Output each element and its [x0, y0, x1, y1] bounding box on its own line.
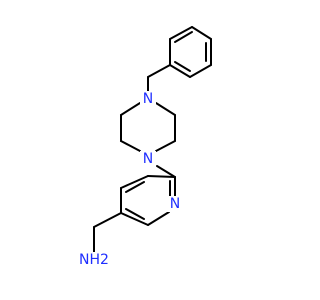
bond [169, 26, 193, 40]
atom-n-bottom: N [143, 151, 153, 167]
bond [191, 26, 212, 40]
atom-n-pyridine: N [170, 196, 180, 212]
bond [169, 64, 191, 78]
bond [155, 102, 176, 116]
bond-group [93, 26, 212, 253]
bond [120, 212, 149, 226]
bond [147, 211, 170, 226]
bond [147, 175, 176, 178]
bond [93, 212, 122, 228]
bond [147, 64, 171, 78]
atom-n-top: N [143, 91, 153, 107]
atom-label-bg [78, 252, 110, 268]
atom-nh2: NH2 [79, 252, 109, 268]
bond [125, 181, 145, 193]
bond [189, 64, 212, 78]
bond [155, 140, 176, 152]
atom-label-bg [140, 91, 156, 107]
bond [174, 31, 193, 43]
atom-label-bg [167, 196, 183, 212]
bond [120, 140, 141, 152]
bond [156, 165, 176, 178]
bond [120, 175, 149, 189]
bond [120, 102, 141, 116]
bond [174, 61, 191, 72]
bond [125, 208, 145, 220]
molecule-diagram: N N N NH2 [78, 26, 212, 268]
molecule-structure: N N N NH2 [78, 26, 212, 268]
atom-labels: N N N NH2 [78, 91, 183, 268]
atom-label-bg [140, 151, 156, 167]
